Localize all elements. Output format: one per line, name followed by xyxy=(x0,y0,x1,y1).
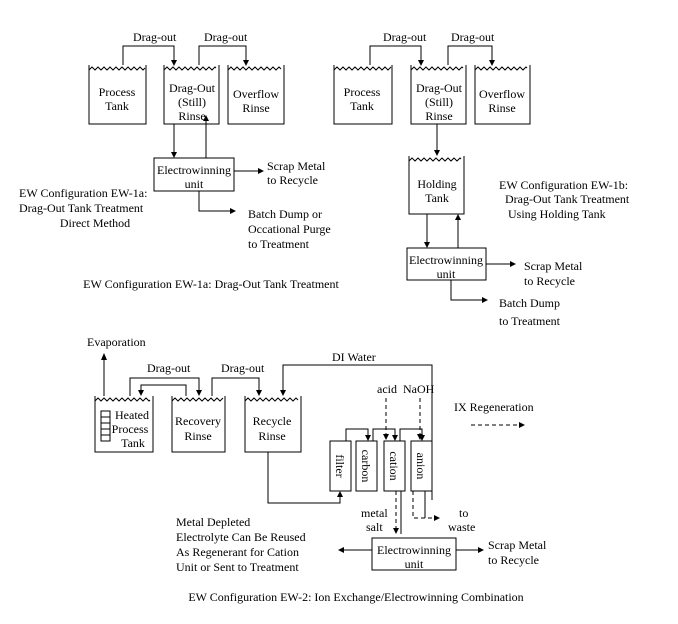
config-2-caption: EW Configuration EW-2: Ion Exchange/Elec… xyxy=(188,590,523,604)
config-1a-caption: EW Configuration EW-1a: Drag-Out Tank Tr… xyxy=(83,277,339,291)
electrowinning-label-1: Electrowinning xyxy=(157,163,231,177)
overflow-rinse-tank-1b xyxy=(474,65,531,125)
batch-dump-1b-label-1: Batch Dump xyxy=(499,296,560,310)
drag-out-1b-label-2: Drag-out xyxy=(451,30,495,44)
dragout-rinse-1b-label-3: Rinse xyxy=(425,109,452,123)
config-1a-label-1: EW Configuration EW-1a: xyxy=(19,186,147,200)
depleted-label-4: Unit or Sent to Treatment xyxy=(176,560,299,574)
heated-tank-label-1: Heated xyxy=(115,408,149,422)
process-tank-label-2: Tank xyxy=(105,99,129,113)
electrowinning-1b-label-2: unit xyxy=(437,267,456,281)
carbon-column xyxy=(355,440,378,492)
overflow-rinse-label-1: Overflow xyxy=(233,87,279,101)
heater-coil xyxy=(100,410,111,442)
overflow-rinse-label-2: Rinse xyxy=(242,101,269,115)
acid-label: acid xyxy=(377,382,397,396)
dragout-rinse-label-1: Drag-Out xyxy=(169,81,216,95)
drag-out-2-label-2: Drag-out xyxy=(221,361,265,375)
config-1a-label-2: Drag-Out Tank Treatment xyxy=(19,201,144,215)
electrowinning-2-label-1: Electrowinning xyxy=(377,543,451,557)
electrowinning-2-label-2: unit xyxy=(405,557,424,571)
recovery-rinse-label-1: Recovery xyxy=(175,414,221,428)
dragout-rinse-1b-label-2: (Still) xyxy=(425,95,453,109)
config-1b-label-1: EW Configuration EW-1b: xyxy=(499,178,628,192)
scrap-metal-2-label-1: Scrap Metal xyxy=(488,538,547,552)
config-1a-label-3: Direct Method xyxy=(60,216,130,230)
electrowinning-label-2: unit xyxy=(185,177,204,191)
batch-dump-label-1: Batch Dump or xyxy=(248,207,322,221)
dragout-rinse-tank-1b xyxy=(410,65,467,125)
electrowinning-unit-2 xyxy=(371,537,457,571)
recycle-rinse-label-2: Rinse xyxy=(258,429,285,443)
ix-regeneration-label: IX Regeneration xyxy=(454,400,534,414)
recycle-rinse-label-1: Recycle xyxy=(253,414,292,428)
batch-dump-label-3: to Treatment xyxy=(248,237,310,251)
holding-tank-label-2: Tank xyxy=(425,191,449,205)
drag-out-2-label-1: Drag-out xyxy=(147,361,191,375)
drag-out-arrow-2 xyxy=(198,45,247,65)
overflow-rinse-1b-label-1: Overflow xyxy=(479,87,525,101)
naoh-label: NaOH xyxy=(403,382,435,396)
panel-ew-2: Evaporation Heated Process Tank Recovery… xyxy=(87,335,547,604)
depleted-label-1: Metal Depleted xyxy=(176,515,250,529)
process-tank-1b-label-2: Tank xyxy=(350,99,374,113)
depleted-label-3: As Regenerant for Cation xyxy=(176,545,299,559)
recovery-rinse-label-2: Rinse xyxy=(184,429,211,443)
dragout-rinse-label-3: Rinse xyxy=(178,109,205,123)
process-tank xyxy=(88,65,147,125)
anion-column xyxy=(410,440,433,492)
config-1b-label-3: Using Holding Tank xyxy=(508,207,606,221)
depleted-label-2: Electrolyte Can Be Reused xyxy=(176,530,306,544)
drag-out-1b-label-1: Drag-out xyxy=(383,30,427,44)
carbon-label: carbon xyxy=(359,450,373,483)
overflow-rinse-1b-label-2: Rinse xyxy=(488,101,515,115)
overflow-rinse-tank xyxy=(227,65,285,125)
drag-out-label-1: Drag-out xyxy=(133,30,177,44)
evaporation-label: Evaporation xyxy=(87,335,146,349)
cation-column xyxy=(383,440,406,492)
dragout-rinse-label-2: (Still) xyxy=(178,95,206,109)
batch-dump-label-2: Occational Purge xyxy=(248,222,331,236)
scrap-metal-label-1: Scrap Metal xyxy=(267,159,326,173)
recovery-rinse-tank xyxy=(171,396,226,453)
to-waste-label-2: waste xyxy=(448,520,475,534)
filter-column xyxy=(329,440,352,492)
metal-salt-label-1: metal xyxy=(361,506,388,520)
filter-label: filter xyxy=(333,454,347,477)
drag-out-arrow-1 xyxy=(122,45,175,65)
heated-process-tank xyxy=(94,396,154,453)
dragout-rinse-1b-label-1: Drag-Out xyxy=(416,81,463,95)
scrap-metal-1b-label-1: Scrap Metal xyxy=(524,259,583,273)
recycle-rinse-tank xyxy=(244,396,302,453)
holding-tank xyxy=(408,156,465,215)
metal-salt-label-2: salt xyxy=(366,520,383,534)
anion-label: anion xyxy=(414,453,428,480)
process-tank-1b-label-1: Process xyxy=(344,85,381,99)
scrap-metal-label-2: to Recycle xyxy=(267,173,318,187)
drag-out-label-2: Drag-out xyxy=(204,30,248,44)
process-tank-label-1: Process xyxy=(99,85,136,99)
di-water-label: DI Water xyxy=(332,350,376,364)
holding-tank-label-1: Holding xyxy=(417,177,456,191)
config-1b-label-2: Drag-Out Tank Treatment xyxy=(505,192,630,206)
panel-ew-1b: Process Tank Drag-Out (Still) Rinse Over… xyxy=(333,30,630,328)
batch-dump-1b-label-2: to Treatment xyxy=(499,314,561,328)
electrowinning-1b-label-1: Electrowinning xyxy=(409,253,483,267)
process-tank-1b xyxy=(333,65,393,125)
to-waste-label-1: to xyxy=(459,506,468,520)
electrowinning-unit-1a xyxy=(153,157,235,192)
heated-tank-label-2: Process xyxy=(112,422,149,436)
panel-ew-1a: Process Tank Drag-Out (Still) Rinse Over… xyxy=(19,30,339,291)
dragout-rinse-tank xyxy=(163,65,220,125)
scrap-metal-2-label-2: to Recycle xyxy=(488,553,539,567)
scrap-metal-1b-label-2: to Recycle xyxy=(524,274,575,288)
cation-label: cation xyxy=(387,451,401,480)
heated-tank-label-3: Tank xyxy=(121,436,145,450)
